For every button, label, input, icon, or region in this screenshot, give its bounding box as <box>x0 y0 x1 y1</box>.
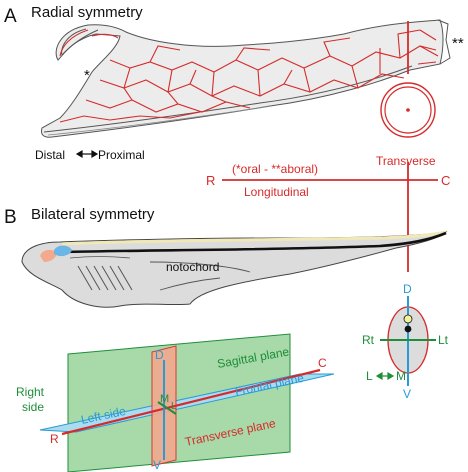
plane-v-label: V <box>153 458 161 472</box>
distal-proximal-arrow <box>75 149 99 159</box>
right-side-label-2: side <box>22 400 44 414</box>
bilateral-cross-section <box>380 296 436 386</box>
plane-m-label: M <box>160 393 169 405</box>
right-side-label-1: Right <box>16 385 45 399</box>
panel-b-letter: B <box>4 207 17 228</box>
notochord-label: notochord <box>166 260 219 274</box>
ventral-label: V <box>403 387 411 401</box>
medial-label: M <box>396 369 406 383</box>
transverse-label: Transverse <box>376 154 436 168</box>
plane-r-label: R <box>50 432 59 446</box>
axis-note: (*oral - **aboral) <box>232 162 318 176</box>
plane-l-label: L <box>171 401 177 412</box>
radial-cross-section <box>380 82 436 138</box>
axis-c-label: C <box>441 173 450 188</box>
longitudinal-label: Longitudinal <box>244 185 309 199</box>
right-label: Rt <box>362 333 375 347</box>
bilateral-organism <box>21 230 448 308</box>
panel-b-title: Bilateral symmetry <box>31 206 155 223</box>
plane-d-label: D <box>155 348 164 362</box>
axis-r-label: R <box>206 173 215 188</box>
plane-c-label: C <box>318 356 327 370</box>
proximal-label: Proximal <box>98 148 145 162</box>
dorsal-label: D <box>403 282 412 296</box>
left-label: Lt <box>438 333 449 347</box>
lateral-label: L <box>366 369 373 383</box>
distal-label: Distal <box>35 148 65 162</box>
radial-polyp <box>41 19 451 138</box>
planes-diagram <box>39 333 335 472</box>
panel-a-title: Radial symmetry <box>31 4 143 21</box>
aboral-mark: ** <box>452 35 464 52</box>
lateral-medial-arrow <box>375 371 395 381</box>
oral-mark: * <box>84 67 90 84</box>
panel-a-letter: A <box>4 6 17 27</box>
